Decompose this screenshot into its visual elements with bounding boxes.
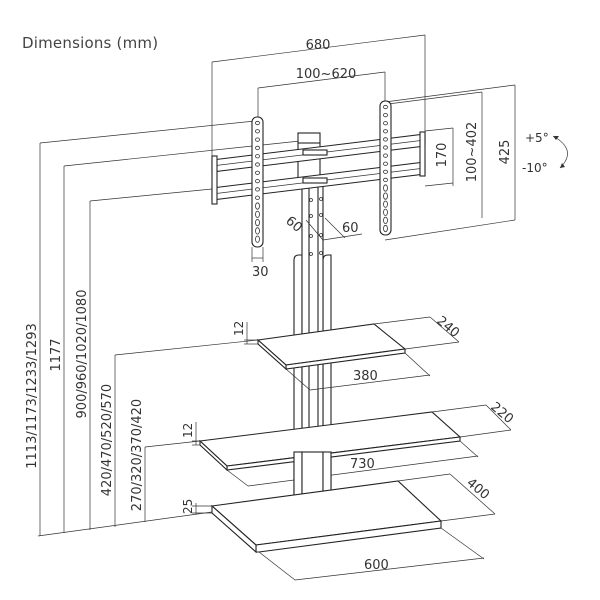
mount-hole <box>255 179 260 184</box>
tv-arm-right <box>379 100 392 236</box>
mount-hole <box>383 192 388 200</box>
mount-hole <box>255 162 260 167</box>
base-depth-label: 400 <box>463 476 492 503</box>
tilt-arrow-icon <box>552 135 568 169</box>
mount-hole <box>255 154 260 159</box>
mount-hole <box>383 145 388 150</box>
upper-shelf-height-label: 420/470/520/570 <box>100 384 115 496</box>
mount-hole <box>255 235 260 243</box>
bracket-height-label: 900/960/1020/1080 <box>75 290 90 419</box>
mount-hole <box>383 129 388 134</box>
right-dimension-lines <box>384 84 516 241</box>
mount-hole <box>255 227 260 235</box>
mount-hole <box>383 104 388 110</box>
vesa-horizontal-label: 100~620 <box>296 67 357 82</box>
mount-hole <box>255 202 260 210</box>
tilt-arrow-head-top-icon <box>553 136 559 140</box>
upper-shelf-width-label: 380 <box>353 369 378 384</box>
base-thickness-label: 25 <box>181 499 195 514</box>
tilt-arrow-head-icon <box>560 163 565 168</box>
lower-shelf-width-label: 730 <box>350 457 375 472</box>
upper-shelf-thickness-label: 12 <box>232 321 246 336</box>
tv-mount-rails <box>211 131 426 205</box>
mount-hole <box>383 184 388 192</box>
lower-shelf-depth-label: 220 <box>487 400 516 427</box>
mount-hole <box>383 153 388 158</box>
vesa-vertical-label: 100~402 <box>465 122 480 183</box>
mount-hole <box>383 208 388 216</box>
swivel-right-label: 60 <box>342 221 359 236</box>
mount-hole <box>255 129 260 134</box>
mount-hole <box>383 169 388 174</box>
mount-hole <box>255 187 260 192</box>
mount-hole <box>255 195 260 200</box>
base-width-label: 600 <box>364 558 389 573</box>
tv-arm-left <box>251 116 264 248</box>
rail-height-label: 170 <box>435 143 450 168</box>
tilt-up-label: +5° <box>525 131 549 145</box>
lower-shelf <box>192 404 512 487</box>
total-height-label: 1113/1173/1233/1293 <box>25 323 40 468</box>
mount-hole <box>383 200 388 208</box>
mount-hole <box>255 219 260 227</box>
mount-hole <box>383 137 388 142</box>
column-height-label: 1177 <box>49 338 64 371</box>
stand-column-lower <box>293 451 332 503</box>
bracket-width-label: 680 <box>306 38 331 53</box>
swivel-left-label: 60 <box>282 214 304 236</box>
mount-hole <box>383 216 388 224</box>
mount-hole <box>383 113 388 118</box>
mount-hole <box>255 120 260 126</box>
bracket-height-dim-label: 425 <box>498 140 513 165</box>
mount-hole <box>383 224 388 233</box>
mount-hole <box>383 121 388 126</box>
mount-hole <box>383 177 388 182</box>
diagram-title: Dimensions (mm) <box>22 34 159 52</box>
mount-hole <box>383 161 388 166</box>
upper-shelf-depth-label: 240 <box>433 314 462 341</box>
arm-width-label: 30 <box>252 265 269 280</box>
upper-shelf <box>244 316 460 391</box>
lower-shelf-thickness-label: 12 <box>181 423 195 438</box>
lower-shelf-height-label: 270/320/370/420 <box>130 399 145 511</box>
base-plate <box>192 473 496 581</box>
mount-hole <box>255 210 260 218</box>
tilt-down-label: -10° <box>522 161 548 175</box>
mount-hole <box>255 170 260 175</box>
mount-hole <box>255 137 260 142</box>
mount-hole <box>255 145 260 150</box>
